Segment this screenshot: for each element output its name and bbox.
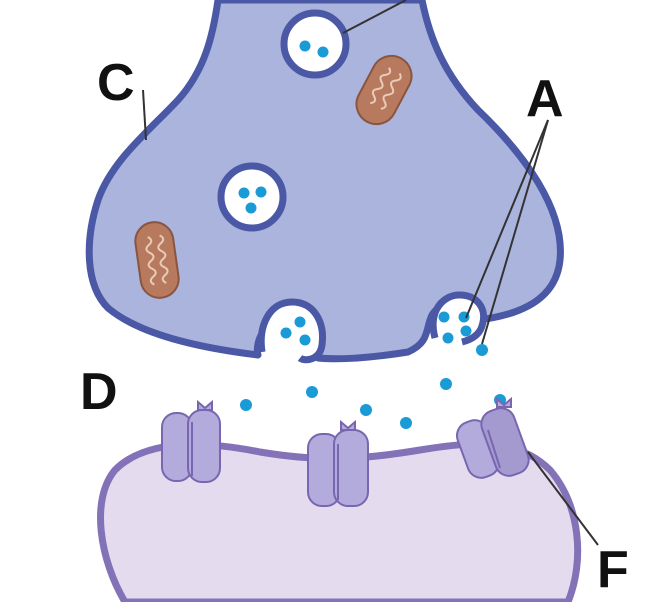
vesicle-fusing-right bbox=[429, 291, 487, 346]
label-f: F bbox=[597, 541, 629, 599]
vesicle-top bbox=[280, 9, 350, 79]
receptor-left bbox=[161, 399, 221, 483]
label-a: A bbox=[526, 70, 564, 128]
presynaptic-terminal bbox=[85, 0, 564, 363]
label-d: D bbox=[80, 363, 118, 421]
leader-f bbox=[527, 451, 599, 546]
receptor-right bbox=[455, 396, 530, 479]
leader-c bbox=[142, 89, 147, 141]
leader-a-1 bbox=[465, 119, 549, 319]
mitochondrion-lower bbox=[134, 221, 180, 299]
mitochondrion-upper bbox=[355, 54, 413, 126]
neurotransmitters-cleft bbox=[240, 344, 506, 429]
label-c: C bbox=[97, 54, 135, 112]
leader-lines bbox=[142, 0, 599, 546]
vesicle-middle bbox=[217, 162, 287, 232]
vesicle-fusing-left bbox=[257, 298, 326, 364]
receptor-middle bbox=[307, 419, 369, 507]
leader-a-2 bbox=[481, 119, 549, 345]
leader-top-vesicle bbox=[342, 0, 407, 34]
